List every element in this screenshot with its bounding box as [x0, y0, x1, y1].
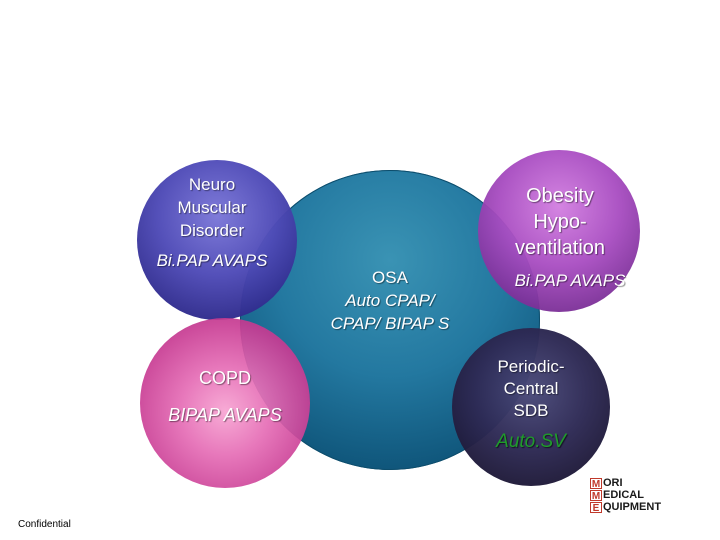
osa-line-3: CPAP/ BIPAP S — [330, 314, 450, 333]
obesity-label: Obesity Hypo- ventilation — [490, 183, 630, 261]
copd-therapy: BIPAP AVAPS — [168, 405, 282, 425]
periodic-line-3: SDB — [513, 401, 549, 420]
osa-line-2: Auto CPAP/ — [345, 291, 435, 310]
logo-word-3: QUIPMENT — [603, 501, 662, 513]
logo-word-1: ORI — [603, 477, 623, 489]
neuro-label: Neuro Muscular Disorder — [137, 173, 287, 242]
osa-label: OSA Auto CPAP/ CPAP/ BIPAP S — [300, 266, 480, 335]
obesity-hypoventilation-circle — [478, 150, 640, 312]
periodic-line-1: Periodic- — [497, 357, 565, 376]
obesity-line-2: Hypo- — [533, 211, 587, 233]
logo-letter-m2: M — [590, 490, 602, 502]
osa-line-1: OSA — [372, 268, 408, 287]
periodic-line-2: Central — [503, 379, 559, 398]
obesity-therapy: Bi.PAP AVAPS — [514, 271, 626, 290]
periodic-label: Periodic- Central SDB — [466, 356, 596, 422]
neuro-therapy: Bi.PAP AVAPS — [156, 251, 268, 270]
obesity-line-1: Obesity — [526, 185, 594, 207]
periodic-therapy: Auto.SV — [496, 431, 566, 452]
neuro-line-1: Neuro — [188, 175, 236, 194]
confidential-label: Confidential — [18, 519, 71, 530]
periodic-central-sdb-circle — [452, 328, 610, 486]
logo-letter-e: E — [590, 502, 602, 514]
obesity-line-3: ventilation — [514, 237, 606, 259]
copd-label: COPD — [198, 368, 251, 388]
neuro-line-2: Muscular — [177, 198, 247, 217]
copd-circle — [140, 318, 310, 488]
neuro-line-3: Disorder — [179, 221, 245, 240]
neuromuscular-circle — [137, 160, 297, 320]
logo-letter-m1: M — [590, 478, 602, 490]
logo-word-2: EDICAL — [603, 489, 644, 501]
